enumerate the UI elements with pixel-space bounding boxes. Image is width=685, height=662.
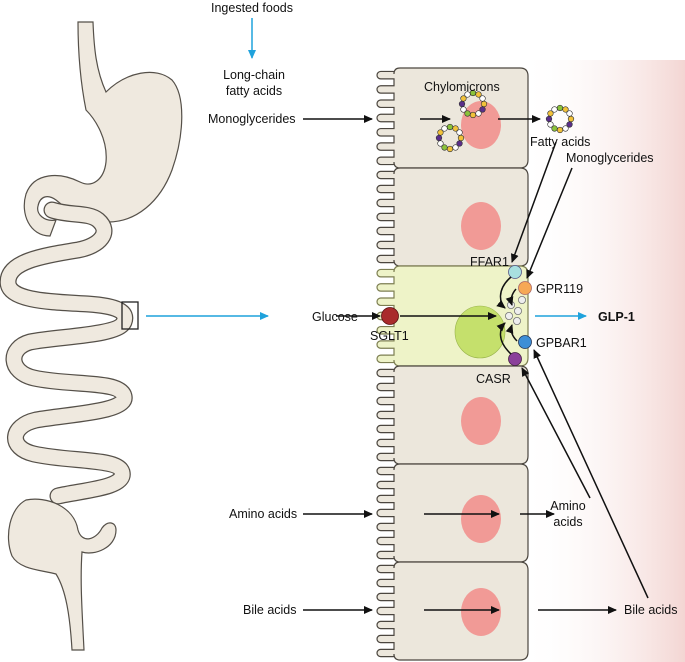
blood-side-background	[520, 60, 685, 662]
label-amino-right-1: Amino	[550, 499, 585, 513]
label-bile-acids-right: Bile acids	[624, 603, 678, 617]
chylomicrons-group	[435, 89, 575, 153]
label-fatty-acids: Fatty acids	[530, 135, 590, 149]
label-monoglycerides-left: Monoglycerides	[208, 112, 296, 126]
l-cell-nucleus	[454, 305, 506, 359]
label-long-chain: Long-chain	[223, 68, 285, 82]
gpbar1-receptor	[518, 335, 532, 349]
label-amino-acids-left: Amino acids	[229, 507, 297, 521]
label-casr: CASR	[476, 372, 511, 386]
sglt1-transporter	[381, 307, 399, 325]
small-intestine	[0, 202, 132, 504]
ffar1-receptor	[508, 265, 522, 279]
enterocyte-5	[376, 561, 529, 661]
enterocyte-4-nucleus	[461, 495, 501, 543]
gi-tract	[0, 21, 183, 651]
epithelium	[376, 67, 529, 661]
chylomicron-1	[458, 89, 488, 119]
label-ingested-foods: Ingested foods	[211, 1, 293, 15]
label-chylomicrons: Chylomicrons	[424, 80, 500, 94]
colon	[7, 498, 117, 651]
label-monoglycerides-right: Monoglycerides	[566, 151, 654, 165]
label-gpbar1: GPBAR1	[536, 336, 587, 350]
chylomicron-3	[545, 104, 575, 134]
label-sglt1: SGLT1	[370, 329, 409, 343]
enterocyte-5-nucleus	[461, 588, 501, 636]
enterocyte-4	[376, 463, 529, 563]
label-bile-acids-left: Bile acids	[243, 603, 297, 617]
enterocyte-3-nucleus	[461, 397, 501, 445]
stomach	[23, 21, 183, 237]
arrows	[248, 18, 649, 614]
label-fatty-acids-top: fatty acids	[226, 84, 282, 98]
label-gpr119: GPR119	[536, 282, 583, 296]
zoom-region-box	[121, 301, 139, 330]
label-glucose: Glucose	[312, 310, 358, 324]
label-glp1: GLP-1	[598, 310, 635, 324]
enterocyte-2-nucleus	[461, 202, 501, 250]
gpr119-receptor	[518, 281, 532, 295]
enterocyte-2	[376, 167, 529, 267]
label-ffar1: FFAR1	[470, 255, 509, 269]
chylomicron-2	[435, 123, 465, 153]
casr-receptor	[508, 352, 522, 366]
label-amino-right-2: acids	[553, 515, 582, 529]
